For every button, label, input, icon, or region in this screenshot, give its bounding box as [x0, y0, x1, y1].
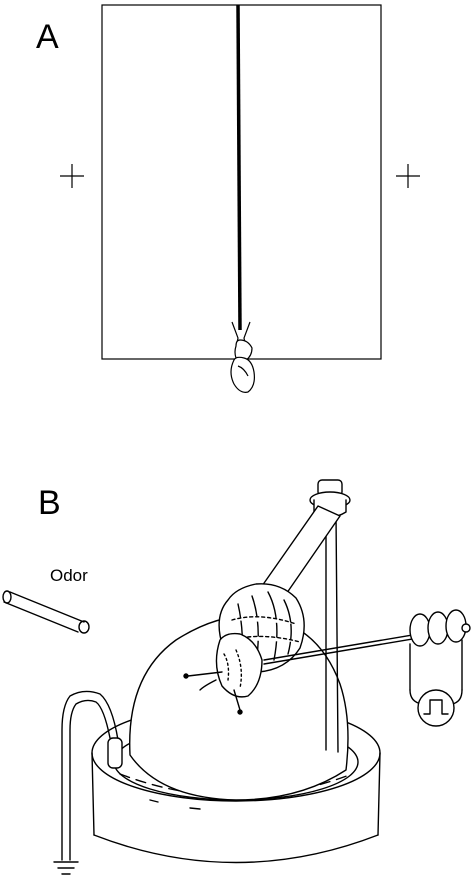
left-crosshair	[60, 164, 84, 188]
stimulator	[409, 639, 463, 727]
stand-post	[309, 479, 351, 753]
ground-lead	[61, 690, 123, 861]
trail-line	[236, 4, 242, 331]
snail-body	[183, 632, 263, 715]
panel-a-label: A	[36, 18, 59, 56]
electrode-coil	[409, 609, 471, 647]
snail-icon-a	[230, 321, 255, 393]
right-crosshair	[396, 164, 420, 188]
ground-symbol-icon	[53, 861, 79, 875]
panel-b-diagram	[2, 479, 471, 875]
panel-a-diagram	[60, 4, 420, 393]
panel-b-label: B	[38, 484, 61, 522]
odor-label: Odor	[50, 566, 88, 585]
pulse-generator-icon	[417, 689, 455, 727]
odor-tube	[2, 590, 90, 634]
